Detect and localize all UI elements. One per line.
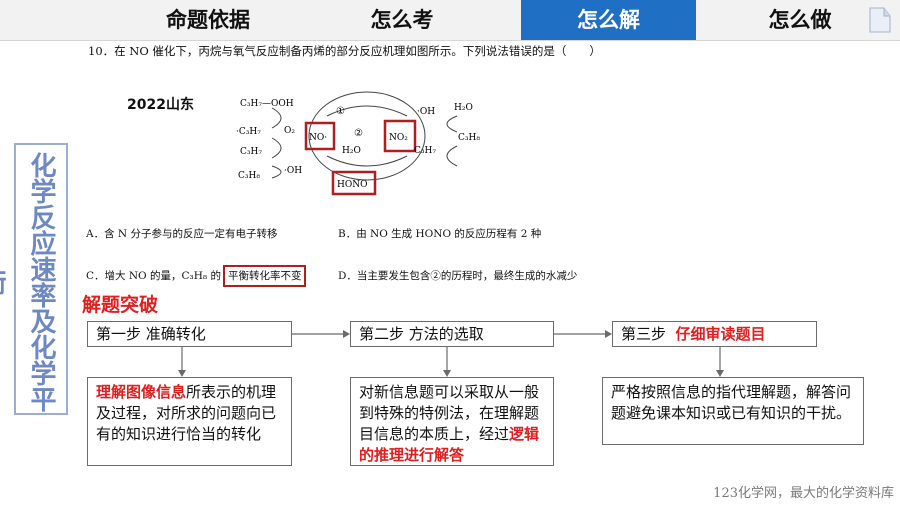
- step-two-text: 对新信息题可以采取从一般到特殊的特例法，在理解题目信息的本质上，经过: [359, 383, 540, 443]
- species-label: ·OH: [284, 166, 302, 176]
- species-label: C₃H₈: [458, 133, 480, 143]
- step-three-text: 严格按照信息的指代理解题，解答问题避免课本知识或已有知识的干扰。: [611, 383, 852, 422]
- tab-how-do[interactable]: 怎么做: [768, 8, 832, 32]
- species-label: C₃H₈: [238, 171, 260, 181]
- step-one-header: 第一步 准确转化: [87, 321, 292, 347]
- option-c: C．增大 NO 的量，C₃H₈ 的平衡转化率不变: [86, 265, 307, 287]
- step-two-highlight: 逻辑的推理进行解答: [359, 425, 540, 464]
- side-title-box: 化学反应速率及化学平衡: [0, 143, 68, 415]
- step-three-header: 第三步 仔细审读题目: [612, 321, 817, 347]
- top-tab-bar: 命题依据 怎么考 怎么解 怎么做: [0, 0, 900, 41]
- question-year-label: 2022山东: [127, 97, 194, 113]
- tab-basis[interactable]: 命题依据: [166, 8, 250, 32]
- species-label: NO·: [309, 133, 327, 143]
- step-marker-label: ②: [354, 128, 363, 139]
- species-label: C₃H₇: [240, 147, 262, 157]
- step-one-text: 所表示的机理及过程，对所求的问题向已有的知识进行恰当的转化: [96, 383, 277, 443]
- step-two-description: 对新信息题可以采取从一般到特殊的特例法，在理解题目信息的本质上，经过逻辑的推理进…: [350, 377, 554, 466]
- step-three-description: 严格按照信息的指代理解题，解答问题避免课本知识或已有知识的干扰。: [602, 377, 864, 445]
- step-one-description: 理解图像信息所表示的机理及过程，对所求的问题向已有的知识进行恰当的转化: [87, 377, 292, 466]
- species-label: ·C₃H₇: [236, 127, 261, 137]
- step-one-highlight: 理解图像信息: [96, 383, 187, 401]
- tab-how-tested[interactable]: 怎么考: [370, 8, 434, 32]
- option-c-prefix: C．增大 NO 的量，C₃H₈ 的: [86, 270, 221, 282]
- step-marker-label: ①: [336, 106, 345, 117]
- step-one-label: 第一步 准确转化: [96, 325, 206, 343]
- species-label: H₂O: [342, 146, 361, 156]
- option-d: D．当主要发生包含②的历程时，最终生成的水减少: [338, 270, 578, 282]
- section-heading: 解题突破: [82, 294, 159, 316]
- species-label: ·OH: [417, 107, 435, 117]
- reaction-mechanism-diagram: C₃H₇—OOH ·C₃H₇ O₂ C₃H₇ ·OH C₃H₈ NO· NO₂ …: [236, 91, 480, 196]
- option-b: B．由 NO 生成 HONO 的反应历程有 2 种: [338, 228, 542, 240]
- option-c-boxed: 平衡转化率不变: [222, 265, 307, 287]
- species-label: H₂O: [454, 103, 473, 113]
- step-two-label: 第二步 方法的选取: [359, 325, 484, 343]
- species-label: O₂: [284, 126, 295, 136]
- species-label: HONO: [337, 180, 367, 190]
- species-label: NO₂: [389, 133, 408, 143]
- step-three-prefix: 第三步: [621, 325, 676, 343]
- species-label: C₃H₇—OOH: [240, 99, 294, 109]
- option-a: A．含 N 分子参与的反应一定有电子转移: [86, 228, 278, 240]
- tab-how-solve[interactable]: 怎么解: [521, 0, 696, 40]
- species-label: C₃H₇: [414, 146, 436, 156]
- step-two-header: 第二步 方法的选取: [350, 321, 554, 347]
- footer-watermark: 123化学网，最大的化学资料库: [713, 486, 894, 501]
- question-text: 10．在 NO 催化下，丙烷与氧气反应制备丙烯的部分反应机理如图所示。下列说法错…: [88, 44, 601, 58]
- side-title: 化学反应速率及化学平衡: [0, 152, 56, 412]
- step-three-highlight: 仔细审读题目: [675, 325, 766, 343]
- page-fold-icon: [869, 7, 891, 33]
